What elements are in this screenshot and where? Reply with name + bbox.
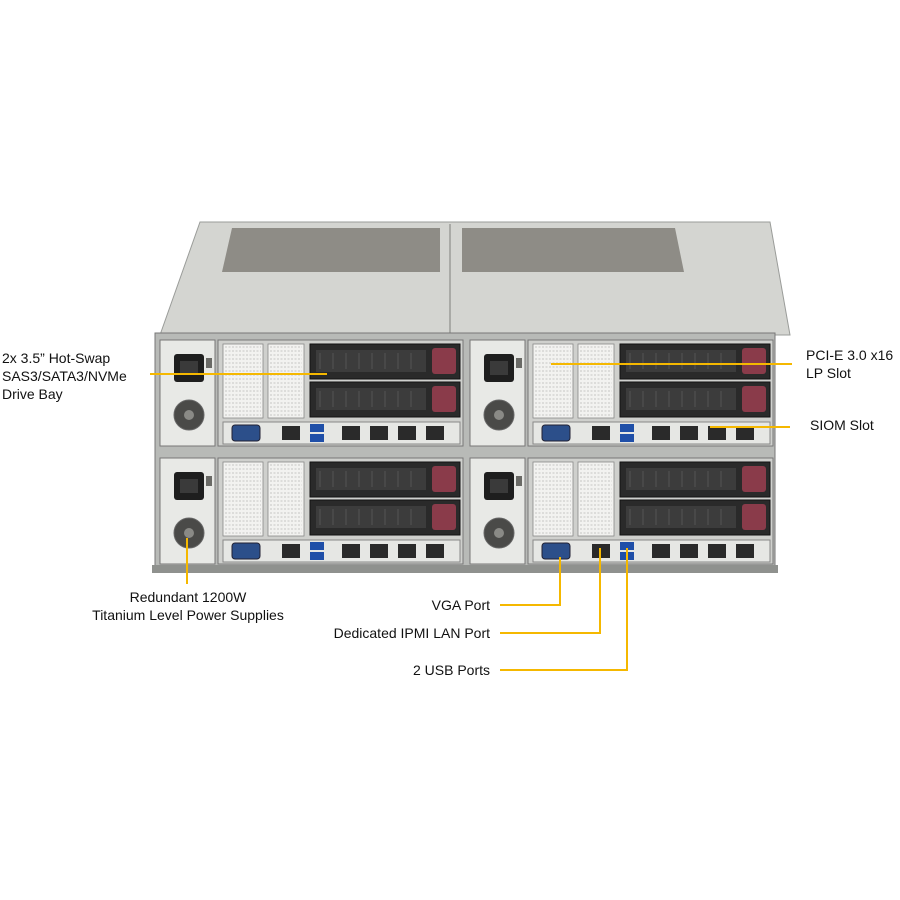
psu-led bbox=[516, 358, 522, 368]
vent-grille-right bbox=[577, 461, 615, 537]
lan-port bbox=[426, 426, 444, 440]
vent-grille-right bbox=[267, 343, 305, 419]
siom-slot-label: SIOM Slot bbox=[810, 416, 874, 434]
pcie-slot-line-2: LP Slot bbox=[806, 365, 851, 381]
lan-port bbox=[398, 426, 416, 440]
pcie-slot-label: PCI-E 3.0 x16 LP Slot bbox=[806, 346, 893, 382]
vent-grille-left bbox=[532, 461, 574, 537]
vent-grille-left bbox=[222, 343, 264, 419]
vga-port bbox=[231, 424, 261, 442]
psu-led bbox=[516, 476, 522, 486]
server-node-4 bbox=[469, 457, 774, 565]
vga-port bbox=[231, 542, 261, 560]
vga-port-label: VGA Port bbox=[431, 597, 490, 613]
psu-led bbox=[206, 358, 212, 368]
drive-latch bbox=[742, 466, 766, 492]
power-supplies-label: Redundant 1200W Titanium Level Power Sup… bbox=[80, 588, 296, 624]
pcie-slot-line-1: PCI-E 3.0 x16 bbox=[806, 347, 894, 363]
drive-bay-label: 2x 3.5” Hot-Swap SAS3/SATA3/NVMe Drive B… bbox=[2, 349, 127, 403]
callout-line-vga-port bbox=[500, 557, 561, 606]
usb-port bbox=[620, 424, 634, 432]
ipmi-lan-port bbox=[282, 426, 300, 440]
server-node-1 bbox=[159, 339, 464, 447]
lan-port bbox=[736, 544, 754, 558]
lan-port bbox=[708, 426, 726, 440]
drive-latch bbox=[432, 386, 456, 412]
vga-port bbox=[541, 424, 571, 442]
vga-port bbox=[541, 542, 571, 560]
lan-port bbox=[426, 544, 444, 558]
lan-port bbox=[736, 426, 754, 440]
usb-port bbox=[310, 424, 324, 432]
drive-latch bbox=[742, 386, 766, 412]
lan-port bbox=[398, 544, 416, 558]
drive-latch bbox=[742, 504, 766, 530]
ipmi-lan-port bbox=[592, 426, 610, 440]
lan-port bbox=[652, 544, 670, 558]
drive-latch bbox=[742, 348, 766, 374]
psu-led bbox=[206, 476, 212, 486]
drive-bay-line-3: Drive Bay bbox=[2, 386, 63, 402]
usb-port bbox=[620, 542, 634, 550]
callout-line-usb-ports bbox=[500, 548, 628, 671]
siom-slot-line-1: SIOM Slot bbox=[810, 417, 874, 433]
drive-latch bbox=[432, 348, 456, 374]
vent-grille-left bbox=[532, 343, 574, 419]
lan-port bbox=[680, 426, 698, 440]
lan-port bbox=[370, 544, 388, 558]
lan-port bbox=[708, 544, 726, 558]
top-vent-right bbox=[462, 228, 684, 272]
ipmi-lan-port bbox=[282, 544, 300, 558]
vent-grille-right bbox=[267, 461, 305, 537]
usb-ports-label: 2 USB Ports bbox=[412, 662, 490, 678]
lan-port bbox=[370, 426, 388, 440]
lan-port bbox=[342, 544, 360, 558]
drive-latch bbox=[432, 466, 456, 492]
power-supplies-line-2: Titanium Level Power Supplies bbox=[92, 607, 284, 623]
usb-port bbox=[310, 434, 324, 442]
drive-bay-line-1: 2x 3.5” Hot-Swap bbox=[2, 350, 111, 366]
vent-grille-left bbox=[222, 461, 264, 537]
ipmi-port-label: Dedicated IPMI LAN Port bbox=[333, 625, 490, 641]
lan-port bbox=[652, 426, 670, 440]
lan-port bbox=[342, 426, 360, 440]
usb-port bbox=[620, 434, 634, 442]
server-node-2 bbox=[469, 339, 774, 447]
top-vent-left bbox=[222, 228, 440, 272]
drive-bay-line-2: SAS3/SATA3/NVMe bbox=[2, 368, 127, 384]
callout-line-ipmi-port bbox=[500, 548, 601, 634]
power-supplies-line-1: Redundant 1200W bbox=[129, 589, 247, 605]
lan-port bbox=[680, 544, 698, 558]
server-node-3 bbox=[159, 457, 464, 565]
drive-latch bbox=[432, 504, 456, 530]
usb-port bbox=[310, 552, 324, 560]
usb-port bbox=[310, 542, 324, 550]
vent-grille-right bbox=[577, 343, 615, 419]
